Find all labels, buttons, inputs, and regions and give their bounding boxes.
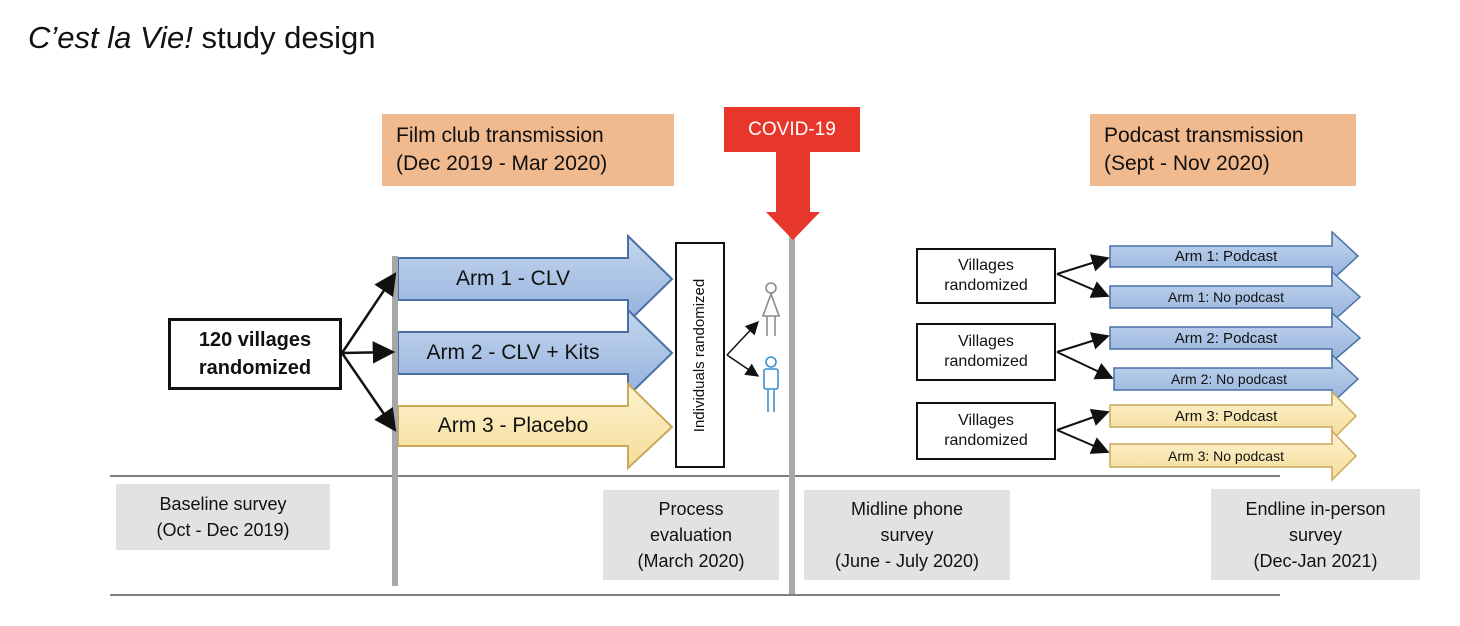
villages-randomized-box-3: Villages randomized	[916, 402, 1056, 460]
arrow-v1-podcast	[1056, 254, 1110, 275]
process-evaluation-box: Process evaluation (March 2020)	[603, 490, 779, 580]
arrow-v2-podcast	[1056, 332, 1110, 353]
covid-arrow	[766, 150, 820, 240]
title-rest: study design	[192, 20, 376, 55]
covid-label-box: COVID-19	[724, 107, 860, 152]
title-italic: C’est la Vie!	[28, 20, 193, 55]
midline-survey-box: Midline phone survey (June - July 2020)	[804, 490, 1010, 580]
arrow-v2-nopodcast	[1056, 351, 1114, 380]
arm3-nopodcast-label: Arm 3: No podcast	[1168, 447, 1284, 464]
arrow-to-male	[726, 354, 760, 377]
arrow-v3-nopodcast	[1056, 429, 1110, 454]
arm2-podcast-arrow	[1109, 311, 1362, 364]
arm1-nopodcast-label: Arm 1: No podcast	[1168, 289, 1284, 305]
arm1-clv-arrow	[397, 233, 674, 325]
covid-line	[789, 236, 795, 594]
podcast-transmission-box: Podcast transmission (Sept - Nov 2020)	[1090, 114, 1356, 186]
arm1-podcast-label: Arm 1: Podcast	[1174, 248, 1278, 265]
arm2-clv-kits-label: Arm 2 - CLV + Kits	[426, 341, 600, 364]
arm2-clv-kits-arrow	[397, 307, 674, 399]
film-club-transmission-box: Film club transmission (Dec 2019 - Mar 2…	[382, 114, 674, 186]
endline-survey-box: Endline in-person survey (Dec-Jan 2021)	[1211, 489, 1420, 580]
villages-randomized-box-2: Villages randomized	[916, 323, 1056, 381]
arm2-podcast-label: Arm 2: Podcast	[1174, 329, 1278, 347]
villages-randomized-box-1: Villages randomized	[916, 248, 1056, 304]
female-person-icon	[761, 282, 781, 336]
page-title: C’est la Vie! study design	[28, 20, 376, 56]
arrow-to-arm2	[341, 341, 396, 364]
individuals-randomized-label: Individuals randomized	[691, 278, 709, 432]
arrow-v3-podcast	[1056, 408, 1110, 431]
arrow-to-arm3	[340, 352, 397, 432]
arrow-v1-nopodcast	[1056, 273, 1110, 298]
arm2-nopodcast-label: Arm 2: No podcast	[1171, 371, 1287, 387]
arm3-nopodcast-arrow	[1109, 429, 1358, 482]
arm1-podcast-arrow	[1109, 230, 1360, 282]
arm3-placebo-label: Arm 3 - Placebo	[437, 414, 589, 437]
arm2-nopodcast-arrow	[1113, 353, 1360, 405]
baseline-survey-box: Baseline survey (Oct - Dec 2019)	[116, 484, 330, 550]
arm1-clv-label: Arm 1 - CLV	[456, 267, 570, 290]
arm3-placebo-arrow	[397, 381, 674, 471]
male-person-icon	[763, 356, 779, 412]
individuals-randomized-box: Individuals randomized	[675, 242, 725, 468]
arm1-nopodcast-arrow	[1109, 270, 1362, 324]
arm3-podcast-arrow	[1109, 390, 1358, 442]
arrow-to-female	[726, 321, 759, 356]
arrow-to-arm1	[340, 272, 397, 354]
villages-main-box: 120 villages randomized	[168, 318, 342, 390]
arm3-podcast-label: Arm 3: Podcast	[1174, 407, 1278, 425]
